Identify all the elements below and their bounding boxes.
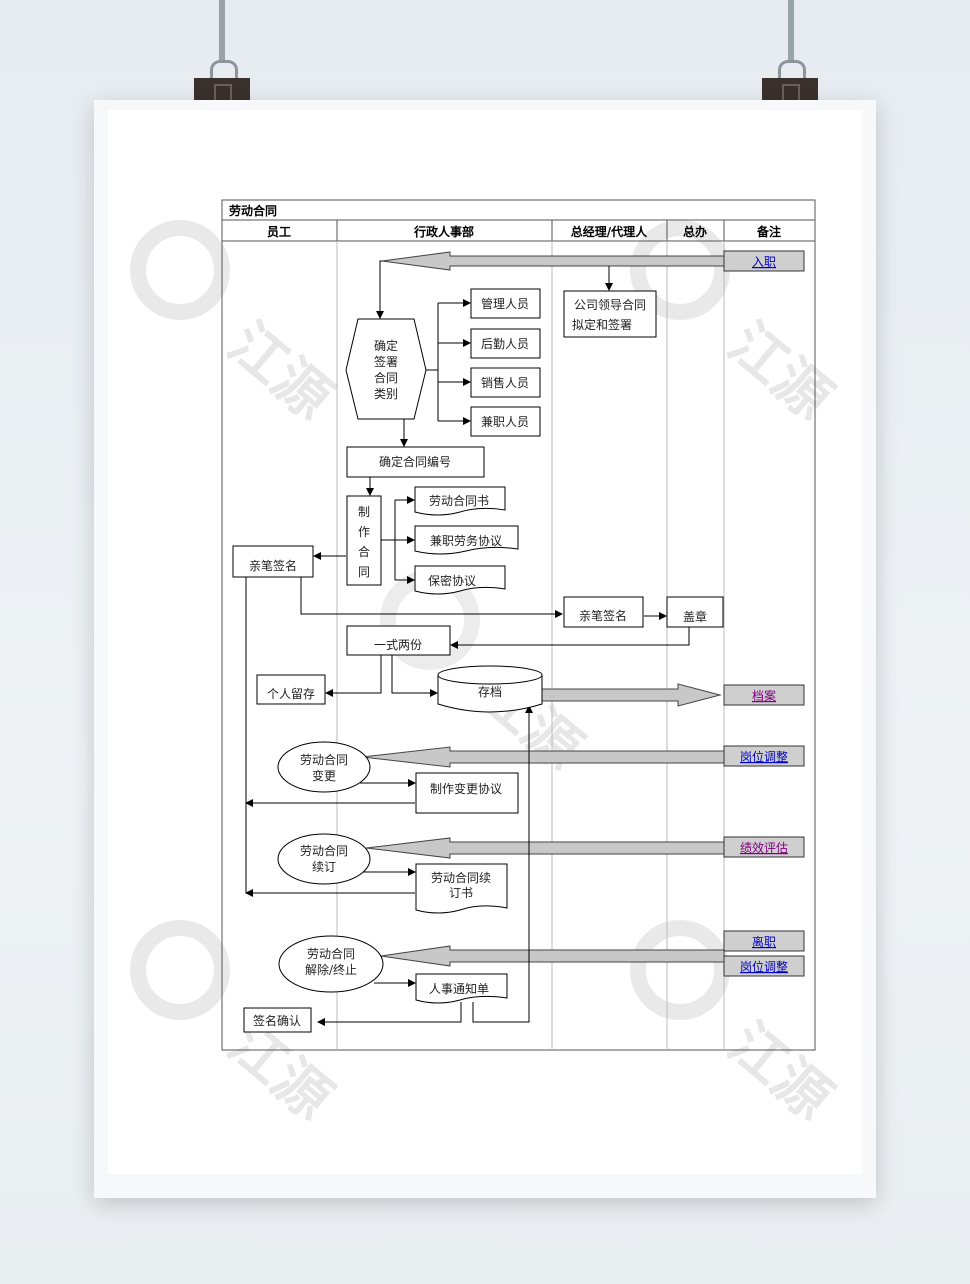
block-arrow-perf-eval [365, 837, 725, 859]
cylinder-archive [437, 675, 543, 713]
label-renew-doc: 劳动合同续 [431, 870, 491, 885]
label-doc-labor: 劳动合同书 [429, 493, 489, 508]
label-renew-doc: 订书 [449, 886, 473, 900]
label-renew: 劳动合同 [300, 843, 348, 858]
label-gm-sign: 亲笔签名 [579, 608, 627, 623]
block-arrows [361, 251, 725, 967]
column-header-notes: 备注 [756, 224, 781, 239]
box-sales-staff [470, 367, 541, 398]
block-arrow-onboard [381, 251, 725, 271]
column-header-hr: 行政人事部 [413, 224, 474, 239]
block-arrow-archive [541, 683, 722, 707]
box-sign-confirm [243, 1007, 312, 1033]
link-boxes [723, 250, 805, 977]
box-leader-sign [563, 290, 657, 338]
label-personal-keep: 个人留存 [267, 687, 315, 701]
label-hr-notice: 人事通知单 [429, 982, 489, 996]
watermark-text: 江源 [716, 1011, 844, 1133]
label-renew: 续订 [312, 860, 336, 874]
box-parttime-staff [470, 406, 541, 437]
box-change-doc [415, 772, 519, 814]
label-confirm-type: 签署 [374, 354, 398, 369]
hanging-string-right [788, 0, 794, 60]
block-arrow-post-adjust [361, 746, 725, 768]
hexagon-confirm-type [345, 318, 427, 420]
label-parttime-staff: 兼职人员 [481, 415, 529, 429]
box-stamp [666, 596, 724, 628]
box-logistics-staff [470, 328, 541, 359]
label-change-doc: 制作变更协议 [430, 781, 502, 796]
ellipse-change [277, 741, 371, 793]
label-doc-secret: 保密协议 [428, 573, 476, 588]
ellipse-terminate [278, 935, 384, 993]
column-header-office: 总办 [683, 224, 707, 239]
box-contract-no [346, 446, 485, 478]
label-stamp: 盖章 [683, 609, 707, 624]
label-change: 变更 [312, 768, 336, 783]
shapes [232, 288, 724, 1033]
label-doc-parttime: 兼职劳务协议 [430, 533, 502, 548]
link-post-adjust[interactable]: 岗位调整 [740, 749, 788, 764]
box-two-copies [346, 625, 451, 656]
watermark-text: 江源 [716, 311, 844, 433]
link-post-adjust-2[interactable]: 岗位调整 [740, 959, 788, 974]
label-make-contract: 同 [358, 565, 370, 579]
watermark-logo-icon [130, 220, 230, 320]
table-title: 劳动合同 [229, 203, 277, 218]
column-header-employee: 员工 [267, 225, 291, 239]
block-arrow-resign [380, 945, 725, 967]
label-make-contract: 作 [358, 525, 370, 539]
label-logistics-staff: 后勤人员 [481, 337, 529, 351]
label-emp-sign: 亲笔签名 [249, 558, 297, 573]
box-make-contract [346, 495, 382, 586]
label-confirm-type: 合同 [374, 370, 398, 385]
column-header-gm: 总经理/代理人 [571, 224, 648, 239]
doc-renew [415, 863, 508, 914]
label-manager-staff: 管理人员 [481, 296, 529, 311]
label-change: 劳动合同 [300, 752, 348, 767]
label-archive: 存档 [478, 685, 502, 699]
doc-parttime [414, 525, 519, 555]
link-archive[interactable]: 档案 [752, 688, 776, 703]
cylinder-archive-top [437, 665, 543, 685]
hanging-string-left [219, 0, 225, 60]
box-personal-keep [256, 674, 326, 705]
box-manager-staff [470, 288, 541, 319]
label-confirm-type: 确定 [374, 338, 398, 353]
label-make-contract: 合 [358, 544, 370, 559]
label-confirm-type: 类别 [374, 387, 398, 401]
ellipse-renew [277, 833, 371, 885]
label-sales-staff: 销售人员 [481, 375, 529, 390]
watermark-text: 江源 [216, 311, 344, 433]
watermark-logo-icon [130, 920, 230, 1020]
link-perf-eval[interactable]: 绩效评估 [740, 840, 788, 855]
label-two-copies: 一式两份 [374, 638, 422, 652]
watermark-logo-icon [630, 920, 730, 1020]
label-make-contract: 制 [358, 505, 370, 519]
doc-secret [414, 565, 506, 595]
watermark-logo-icon [630, 220, 730, 320]
connectors [242, 260, 690, 1026]
link-resign[interactable]: 离职 [752, 934, 776, 949]
label-leader-sign: 拟定和签署 [572, 317, 632, 332]
doc-labor [414, 486, 506, 516]
label-sign-confirm: 签名确认 [253, 1013, 301, 1028]
box-gm-sign [563, 596, 644, 628]
doc-hr-notice [415, 973, 508, 1004]
swimlane-table [221, 199, 816, 1051]
label-contract-no: 确定合同编号 [379, 454, 451, 469]
link-onboard[interactable]: 入职 [752, 255, 776, 269]
label-terminate: 解除/终止 [305, 962, 357, 977]
label-terminate: 劳动合同 [307, 946, 355, 961]
box-emp-sign [232, 545, 314, 578]
label-leader-sign: 公司领导合同 [574, 297, 646, 312]
